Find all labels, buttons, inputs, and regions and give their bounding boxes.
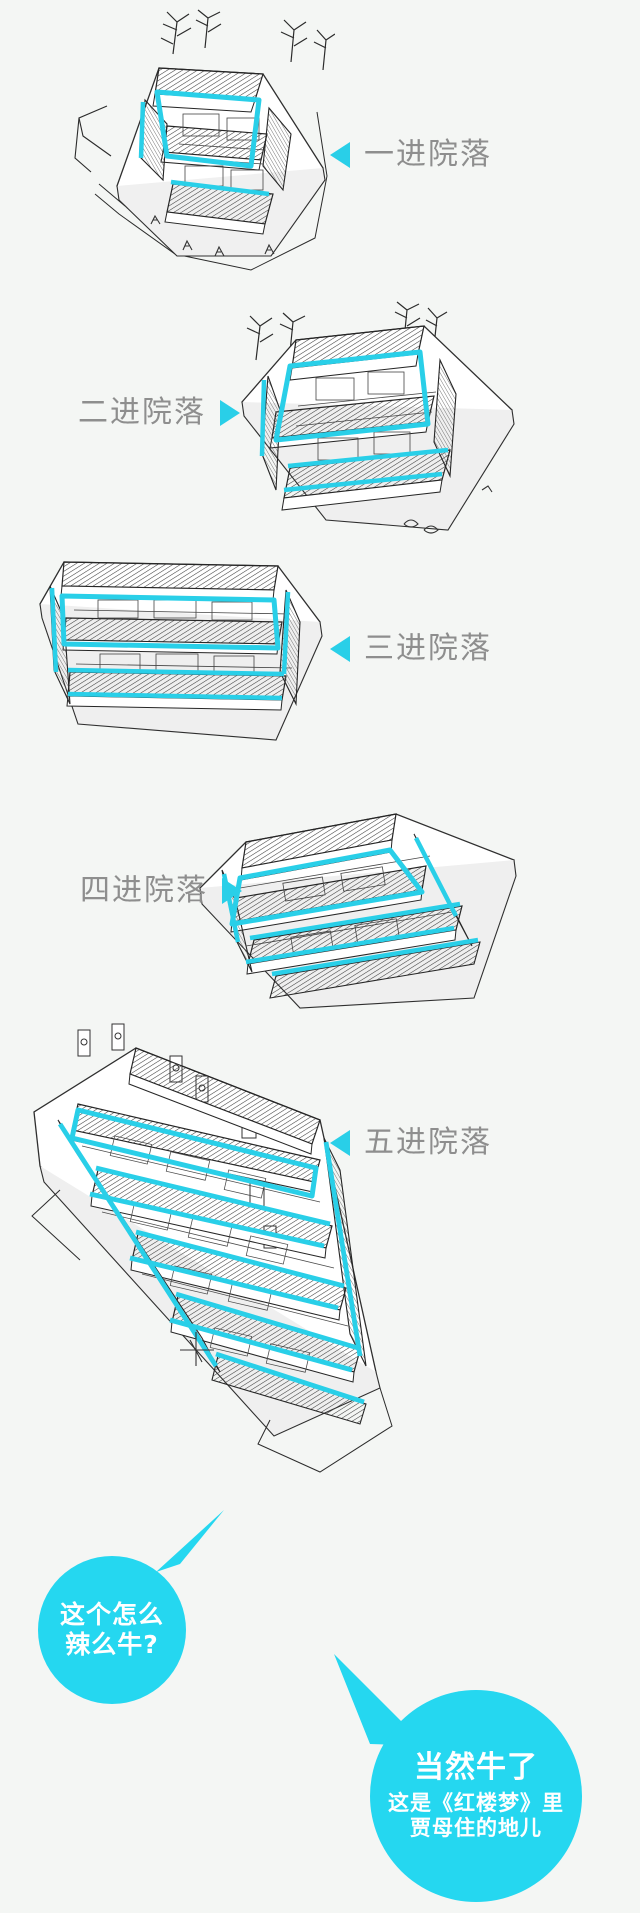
caption-one-courtyard: 一进院落: [330, 140, 492, 170]
panel-one-courtyard: 一进院落: [0, 0, 640, 290]
bubble-line: 这个怎么: [59, 1599, 164, 1629]
panel-four-courtyard: 四进院落: [0, 790, 640, 1040]
caption-two-courtyard: 二进院落: [78, 398, 240, 428]
siheyuan-four-courtyard-illustration: [180, 796, 530, 1036]
caption-label: 三进院落: [364, 631, 492, 666]
speech-bubble-answer: 当然牛了 这是《红楼梦》里 贾母住的地儿: [370, 1690, 582, 1902]
siheyuan-two-courtyard-illustration: [228, 300, 528, 550]
triangle-left-icon: [330, 636, 350, 662]
triangle-left-icon: [330, 1130, 350, 1156]
caption-label: 四进院落: [80, 873, 208, 908]
panel-two-courtyard: 二进院落: [0, 290, 640, 550]
bubble-line: 辣么牛?: [65, 1630, 159, 1659]
caption-label: 二进院落: [78, 395, 206, 430]
caption-label: 一进院落: [364, 137, 492, 172]
siheyuan-three-courtyard-illustration: [24, 544, 334, 774]
bubble-line: 这是《红楼梦》里: [388, 1790, 564, 1815]
caption-label: 五进院落: [364, 1125, 492, 1160]
speech-bubble-question: 这个怎么 辣么牛?: [38, 1556, 186, 1704]
siheyuan-five-courtyard-illustration: [20, 1020, 440, 1480]
caption-five-courtyard: 五进院落: [330, 1128, 492, 1158]
bubble-one-tail: [156, 1510, 224, 1572]
panel-five-courtyard: 五进院落: [0, 1020, 640, 1580]
caption-four-courtyard: 四进院落: [80, 876, 242, 906]
caption-three-courtyard: 三进院落: [330, 634, 492, 664]
triangle-left-icon: [330, 142, 350, 168]
bubble-line: 贾母住的地儿: [410, 1816, 542, 1841]
triangle-right-icon: [220, 400, 240, 426]
panel-three-courtyard: 三进院落: [0, 540, 640, 800]
siheyuan-one-courtyard-illustration: [55, 8, 335, 278]
triangle-right-icon: [222, 878, 242, 904]
bubble-line: 当然牛了: [414, 1750, 538, 1786]
